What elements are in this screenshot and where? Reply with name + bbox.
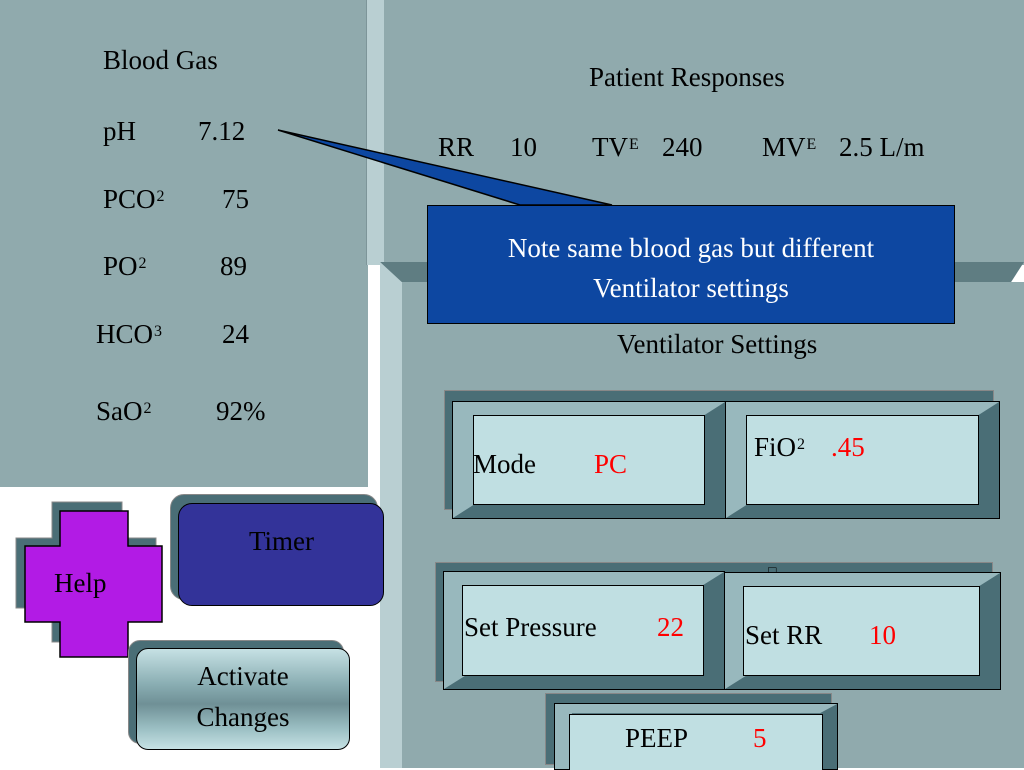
fio2-control[interactable]: FiO2 .45 <box>725 401 1000 519</box>
po2-value: 89 <box>220 251 247 281</box>
set-rr-value: 10 <box>869 620 896 650</box>
sao2-label: SaO2 <box>96 396 152 426</box>
mv-label: MVE <box>762 132 817 162</box>
hco3-label: HCO3 <box>96 319 163 349</box>
pco2-label: PCO2 <box>103 184 165 214</box>
ph-value: 7.12 <box>198 116 246 146</box>
mode-value: PC <box>594 449 628 479</box>
po2-label: PO2 <box>103 251 147 281</box>
help-label: Help <box>54 568 107 598</box>
ventilator-settings-title: Ventilator Settings <box>617 329 818 359</box>
blood-gas-title: Blood Gas <box>103 45 218 75</box>
hco3-value: 24 <box>222 319 249 349</box>
set-rr-label: Set RR <box>745 620 823 650</box>
activate-changes-button[interactable]: Activate Changes <box>136 648 350 750</box>
callout-line-1: Note same blood gas but different <box>507 233 875 263</box>
fio2-label: FiO2 <box>754 432 806 462</box>
blood-gas-panel <box>0 0 368 487</box>
callout-box: Note same blood gas but different Ventil… <box>427 205 955 324</box>
help-button[interactable]: Help <box>24 510 164 658</box>
pco2-value: 75 <box>222 184 249 214</box>
callout-line-2: Ventilator settings <box>593 273 789 303</box>
peep-label: PEEP <box>625 723 689 753</box>
set-pressure-control[interactable]: Set Pressure 22 <box>443 571 725 690</box>
ventilator-panel-left-bevel <box>380 262 402 768</box>
peep-value: 5 <box>753 723 767 753</box>
fio2-value: .45 <box>831 432 865 462</box>
set-rr-control[interactable]: Set RR 10 <box>724 572 1001 690</box>
patient-responses-title: Patient Responses <box>589 62 785 92</box>
activate-label-1: Activate <box>197 661 289 691</box>
ph-label: pH <box>103 116 136 146</box>
timer-button[interactable]: Timer <box>178 503 384 606</box>
peep-control[interactable]: PEEP 5 <box>554 703 838 770</box>
timer-label: Timer <box>249 526 315 556</box>
rr-value: 10 <box>510 132 537 162</box>
panel-divider <box>366 0 385 265</box>
set-pressure-value: 22 <box>657 612 684 642</box>
set-pressure-label: Set Pressure <box>464 612 597 642</box>
rr-label: RR <box>438 132 475 162</box>
mv-value: 2.5 L/m <box>839 132 925 162</box>
mode-label: Mode <box>473 449 536 479</box>
mode-control[interactable]: Mode PC <box>452 401 726 519</box>
tv-label: TVE <box>592 132 639 162</box>
tv-value: 240 <box>662 132 703 162</box>
sao2-value: 92% <box>216 396 266 426</box>
activate-label-2: Changes <box>196 702 290 732</box>
